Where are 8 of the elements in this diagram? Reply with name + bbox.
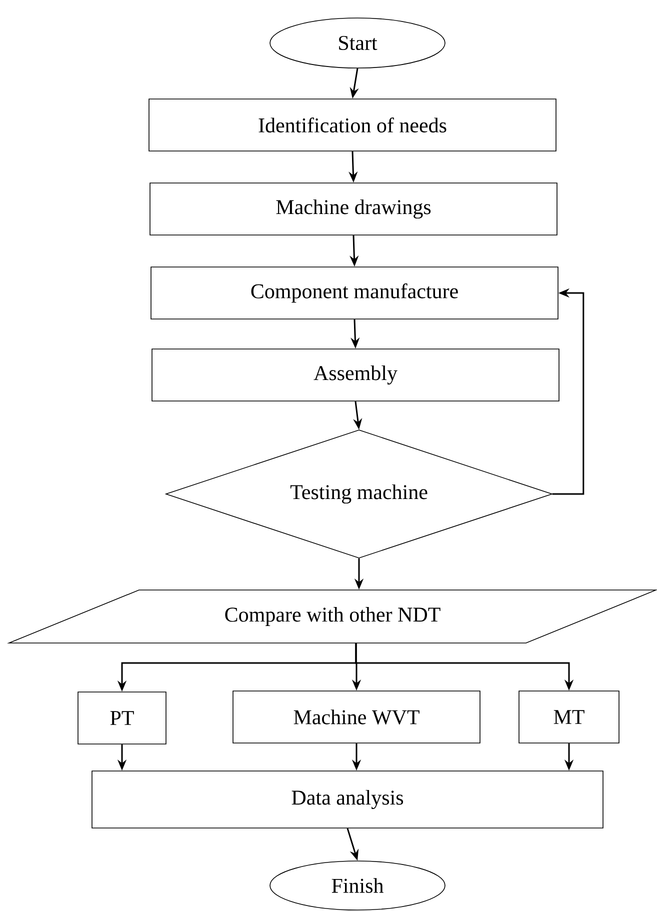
process-box: Identification of needs (148, 98, 556, 152)
process-box: Machine WVT (232, 690, 480, 744)
process-box: Data analysis (92, 770, 604, 828)
process-box: MT (518, 690, 620, 744)
process-box: Machine drawings (150, 182, 558, 236)
process-box: Component manufacture (150, 266, 558, 320)
process-box: Assembly (152, 348, 560, 402)
process-box: PT (78, 692, 166, 744)
